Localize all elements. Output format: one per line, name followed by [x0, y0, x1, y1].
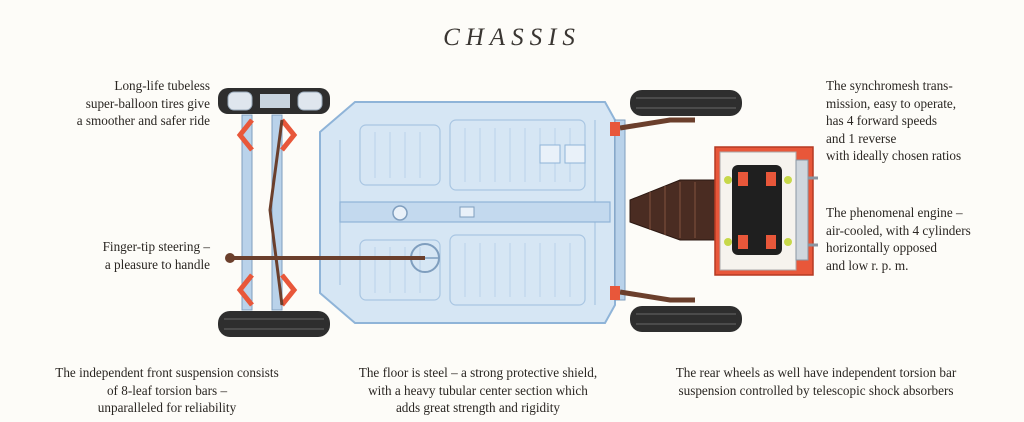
- chassis-illustration: [218, 88, 818, 337]
- caption-floor: The floor is steel – a strong protective…: [358, 365, 598, 415]
- front-axle: [236, 114, 298, 311]
- caption-steering: Finger-tip steering – a pleasure to hand…: [102, 239, 210, 272]
- steering-box: [225, 253, 235, 263]
- rear-suspension: [610, 117, 695, 303]
- rear-tire-bottom: [630, 306, 742, 332]
- front-tire-top: [218, 88, 330, 114]
- engine: [714, 146, 818, 276]
- rear-tire-top: [630, 90, 742, 116]
- caption-tires: Long-life tubeless super-balloon tires g…: [76, 78, 210, 128]
- caption-front-suspension: The independent front suspension consist…: [55, 365, 279, 415]
- front-tire-bottom: [218, 311, 330, 337]
- transmission: [629, 179, 716, 241]
- page-title: CHASSIS: [443, 24, 581, 51]
- caption-transmission: The synchromesh trans- mission, easy to …: [826, 78, 962, 163]
- floor-pan: [319, 101, 616, 324]
- caption-engine: The phenomenal engine – air-cooled, with…: [826, 205, 971, 273]
- caption-rear-suspension: The rear wheels as well have independent…: [675, 365, 957, 398]
